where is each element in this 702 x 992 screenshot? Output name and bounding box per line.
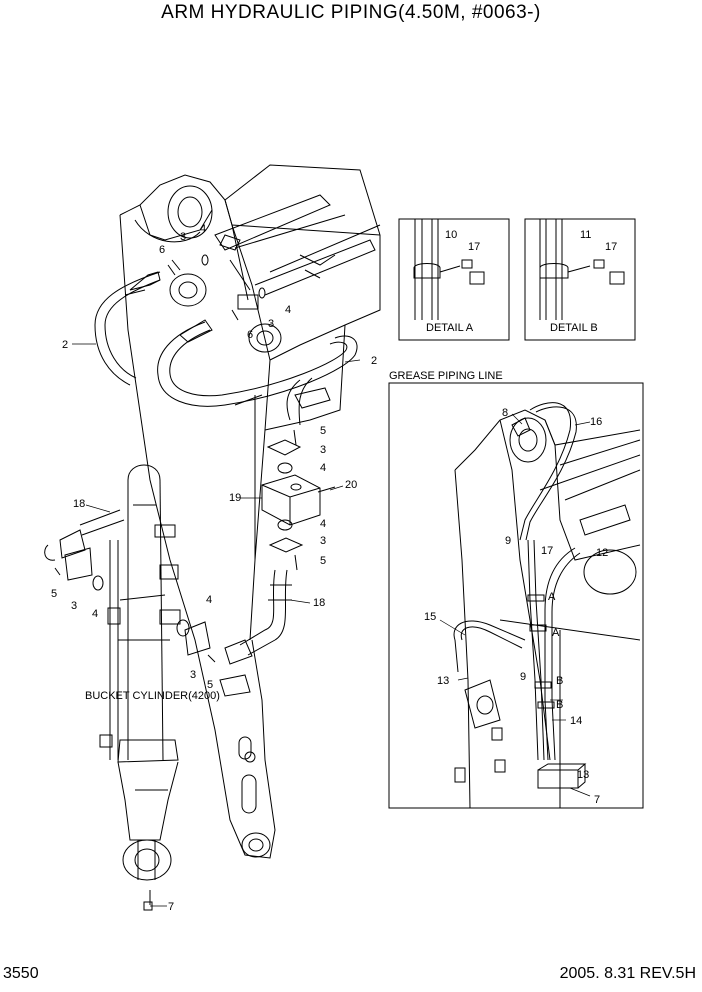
grease-piping-title: GREASE PIPING LINE	[389, 370, 503, 382]
label-7a: 7	[168, 901, 174, 913]
label-3b: 3	[268, 318, 274, 330]
label-4d: 4	[320, 518, 326, 530]
hose-2-left	[94, 271, 161, 386]
label-3f: 3	[190, 669, 196, 681]
bucket-cylinder-label: BUCKET CYLINDER(4200)	[85, 690, 220, 702]
detail-a-label-17: 17	[468, 241, 480, 253]
label-4f: 4	[206, 594, 212, 606]
grease-label-a2: A	[552, 627, 560, 639]
grease-label-8: 8	[502, 407, 508, 419]
grease-label-17: 17	[541, 545, 553, 557]
label-5a: 5	[320, 425, 326, 437]
detail-b-caption: DETAIL B	[550, 322, 598, 334]
label-4c: 4	[320, 462, 326, 474]
left-fittings	[54, 547, 251, 697]
grease-label-13b: 13	[577, 769, 589, 781]
label-3c: 3	[320, 444, 326, 456]
grease-label-b2: B	[556, 699, 563, 711]
hose-2-right	[157, 319, 358, 426]
label-3e: 3	[71, 600, 77, 612]
label-19: 19	[229, 492, 241, 504]
middle-block	[261, 429, 336, 571]
label-4a: 4	[200, 223, 206, 235]
detail-b-box	[524, 218, 636, 341]
grease-label-16: 16	[590, 416, 602, 428]
label-2b: 2	[371, 355, 377, 367]
grease-label-12: 12	[596, 547, 608, 559]
label-5d: 5	[207, 679, 213, 691]
grease-label-14: 14	[570, 715, 582, 727]
detail-b-label-11: 11	[580, 229, 591, 241]
label-20: 20	[345, 479, 357, 491]
grease-label-9a: 9	[505, 535, 511, 547]
label-3d: 3	[320, 535, 326, 547]
grease-label-7: 7	[594, 794, 600, 806]
detail-b-label-17: 17	[605, 241, 617, 253]
main-callouts: 6 3 4 4 3 6 2 2 5 3 4 19 20 4 3 5 18 18 …	[51, 223, 377, 913]
grease-label-15: 15	[424, 611, 436, 623]
label-18a: 18	[73, 498, 85, 510]
label-6b: 6	[247, 329, 253, 341]
label-4b: 4	[285, 304, 291, 316]
grease-label-13a: 13	[437, 675, 449, 687]
detail-callouts: 10 17 DETAIL A 11 17 DETAIL B	[426, 229, 617, 334]
hose-18-right	[224, 569, 292, 665]
grease-label-b1: B	[556, 675, 563, 687]
detail-a-box	[398, 218, 510, 341]
detail-a-label-10: 10	[445, 229, 457, 241]
grease-callouts: 8 16 9 17 12 A 15 A 13 9 B B 14 13 7	[424, 407, 608, 806]
upper-fittings	[167, 254, 282, 353]
grease-label-a1: A	[548, 591, 556, 603]
label-5b: 5	[320, 555, 326, 567]
grease-piping-box	[388, 382, 644, 809]
grease-label-9b: 9	[520, 671, 526, 683]
label-4e: 4	[92, 608, 98, 620]
detail-a-caption: DETAIL A	[426, 322, 474, 334]
label-2a: 2	[62, 339, 68, 351]
label-3a: 3	[180, 231, 186, 243]
label-18b: 18	[313, 597, 325, 609]
hose-18-left	[44, 509, 125, 561]
label-6a: 6	[159, 244, 165, 256]
page-number: 3550	[3, 965, 39, 982]
revision-date: 2005. 8.31 REV.5H	[559, 965, 696, 982]
bucket-cylinder	[99, 464, 181, 911]
page-title: ARM HYDRAULIC PIPING(4.50M, #0063-)	[161, 2, 541, 23]
arm-structure	[119, 164, 381, 859]
label-5c: 5	[51, 588, 57, 600]
leader-lines	[72, 343, 591, 907]
